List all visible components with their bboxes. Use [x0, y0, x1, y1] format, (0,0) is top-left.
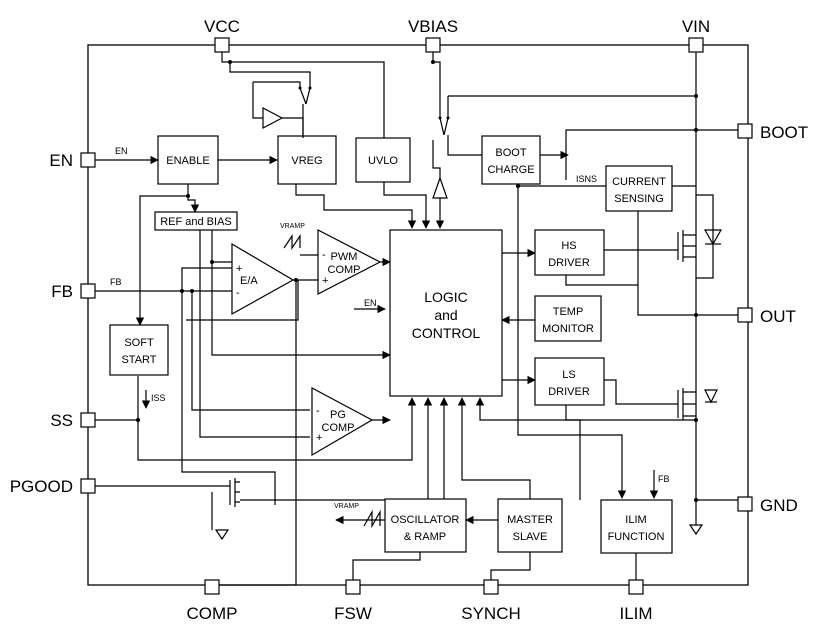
pin-en: EN [49, 151, 73, 170]
soft-start-label-2: START [121, 354, 156, 366]
ea-label: E/A [240, 275, 258, 287]
pin-pgood: PGOOD [10, 477, 73, 496]
switches [298, 86, 450, 138]
oscillator-block [384, 498, 467, 553]
ramp-waveform-1 [283, 234, 301, 250]
boot-charge-block [481, 135, 541, 185]
vreg-block [277, 135, 337, 185]
temp-monitor-label-1: TEMP [553, 306, 584, 318]
iss-label: ISS [151, 393, 166, 403]
hs-driver-label-2: DRIVER [548, 257, 590, 269]
boot-charge-label-1: BOOT [495, 147, 526, 159]
master-slave-label-1: MASTER [507, 514, 553, 526]
logic-control-block [389, 229, 503, 397]
pg-comp-label-1: PG [330, 409, 346, 421]
pin-vin: VIN [682, 17, 710, 36]
pin-gnd: GND [760, 496, 798, 515]
en-wire-label: EN [115, 146, 128, 156]
wiring [95, 52, 745, 586]
pin-vcc: VCC [204, 17, 240, 36]
vbias-buffer [432, 176, 448, 199]
logic-label-3: CONTROL [412, 325, 481, 341]
pin-fb: FB [51, 282, 73, 301]
pwm-plus: + [322, 275, 328, 287]
ls-driver-label-1: LS [562, 369, 575, 381]
hs-driver-block [534, 229, 605, 276]
vcc-buffer [262, 107, 284, 129]
temp-monitor-block [534, 295, 602, 342]
pin-ilim: ILIM [619, 604, 652, 623]
ref-bias-block [154, 211, 238, 231]
pg-comparator [311, 387, 374, 457]
pg-comp-label-2: COMP [322, 422, 355, 434]
oscillator-label-2: & RAMP [404, 531, 446, 543]
pin-squares [80, 37, 753, 595]
ls-mosfet [677, 388, 718, 420]
ls-driver-label-2: DRIVER [548, 386, 590, 398]
pwm-minus: - [322, 249, 326, 261]
vramp-label: VRAMP [280, 223, 305, 230]
ramp-waveform-2 [363, 509, 381, 529]
master-slave-block [497, 498, 563, 553]
soft-start-label-1: SOFT [124, 337, 154, 349]
pin-vbias: VBIAS [408, 17, 458, 36]
hs-mosfet [677, 229, 723, 262]
current-sensing-label-1: CURRENT [612, 176, 666, 188]
current-sensing-block [605, 165, 673, 212]
pin-fsw: FSW [334, 604, 372, 623]
ea-plus: + [236, 263, 242, 275]
ilim-function-block [600, 499, 673, 554]
oscillator-label-1: OSCILLATOR [391, 514, 460, 526]
fb-ilim-label: FB [658, 474, 670, 484]
soft-start-block [109, 324, 169, 376]
temp-monitor-label-2: MONITOR [542, 323, 594, 335]
pg-plus: + [316, 432, 322, 444]
pwm-comp-label-1: PWM [331, 251, 358, 263]
master-slave-label-2: SLAVE [513, 531, 548, 543]
junctions [136, 60, 698, 502]
fb-wire-label: FB [110, 277, 122, 287]
pwm-comparator [317, 229, 382, 295]
logic-label-1: LOGIC [424, 289, 468, 305]
vreg-label: VREG [291, 155, 322, 167]
pwm-comp-label-2: COMP [328, 264, 361, 276]
pin-ss: SS [50, 411, 73, 430]
pg-minus: - [316, 405, 320, 417]
hs-driver-label-1: HS [561, 240, 576, 252]
isns-label: ISNS [576, 174, 597, 184]
pgood-mosfet [229, 478, 240, 507]
enable-block [157, 135, 219, 185]
error-amplifier [231, 242, 295, 316]
ls-driver-block [534, 357, 605, 406]
pin-boot: BOOT [760, 123, 808, 142]
uvlo-label: UVLO [368, 155, 398, 167]
current-sensing-label-2: SENSING [614, 193, 664, 205]
ilim-function-label-2: FUNCTION [608, 531, 665, 543]
boot-charge-label-2: CHARGE [487, 164, 534, 176]
vramp-osc-label: VRAMP [334, 503, 359, 510]
enable-label: ENABLE [166, 155, 209, 167]
uvlo-block [355, 137, 411, 183]
logic-label-2: and [434, 307, 457, 323]
ilim-function-label-1: ILIM [625, 514, 646, 526]
ea-minus: - [236, 287, 240, 299]
pin-synch: SYNCH [461, 604, 521, 623]
ref-bias-label: REF and BIAS [160, 216, 232, 228]
en-logic-label: EN [364, 298, 377, 308]
pin-out: OUT [760, 307, 796, 326]
pin-comp: COMP [187, 604, 238, 623]
